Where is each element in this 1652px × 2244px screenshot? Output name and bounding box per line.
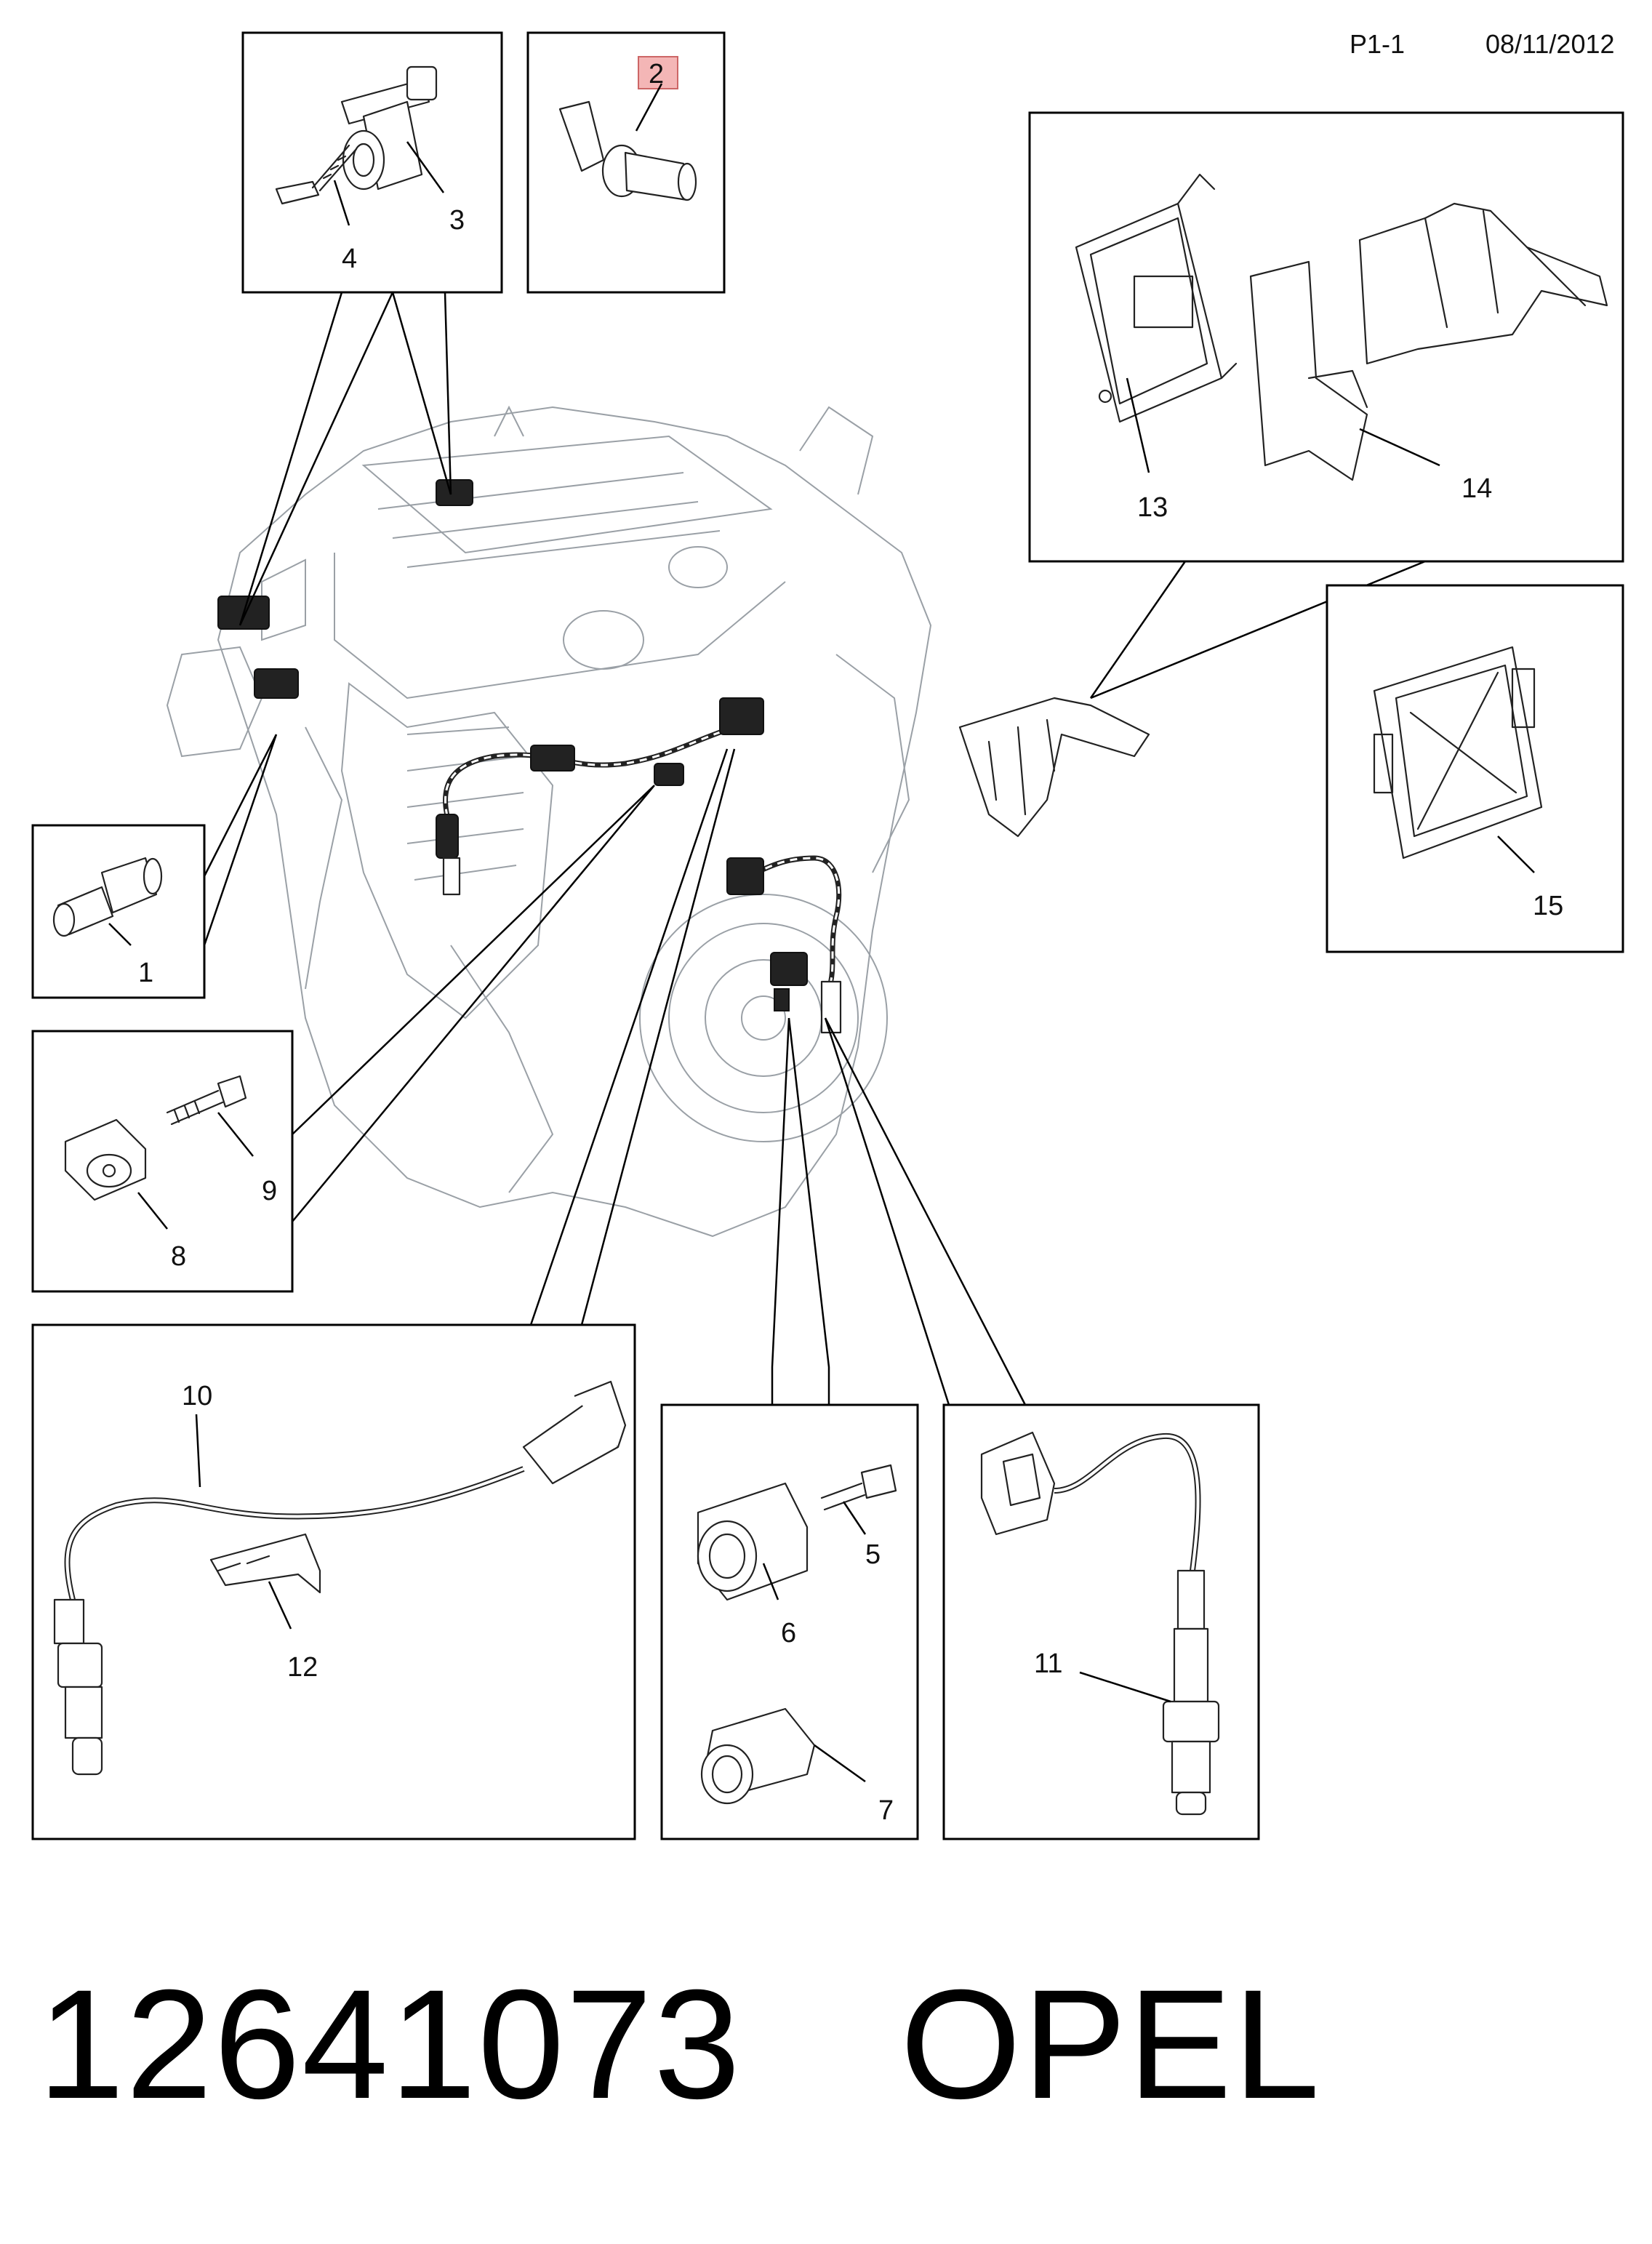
leader-10 bbox=[195, 1414, 201, 1488]
leader-6 bbox=[762, 1563, 779, 1600]
callout-15: 15 bbox=[1533, 891, 1563, 921]
print-date: 08/11/2012 bbox=[1485, 29, 1615, 59]
bracket-12 bbox=[209, 1533, 321, 1594]
callout-11: 11 bbox=[1034, 1648, 1062, 1679]
control-module-15 bbox=[1373, 646, 1543, 859]
leader-1 bbox=[108, 923, 132, 946]
ecu-module-13 bbox=[1075, 173, 1238, 423]
leaders-box-13-14 bbox=[1089, 560, 1426, 700]
leader-4 bbox=[333, 180, 350, 226]
callout-10: 10 bbox=[182, 1381, 212, 1411]
oxygen-sensor-10 bbox=[53, 1380, 627, 1776]
leader-11 bbox=[1079, 1671, 1171, 1703]
engine-illustration bbox=[166, 405, 932, 1238]
leaders-box-10-12 bbox=[529, 748, 736, 1326]
part-number: 12641073 bbox=[38, 1958, 742, 2131]
crankshaft-sensor-6 bbox=[697, 1482, 809, 1601]
sensor-2 bbox=[558, 100, 697, 201]
leader-5 bbox=[842, 1501, 867, 1535]
parts-diagram: 4 3 2 13 14 bbox=[31, 31, 1624, 1840]
bolt-4 bbox=[275, 144, 358, 205]
callout-box-1 bbox=[31, 824, 206, 999]
callout-13: 13 bbox=[1137, 492, 1168, 523]
leader-8 bbox=[137, 1192, 168, 1230]
callout-2: 2 bbox=[649, 59, 664, 89]
callout-6: 6 bbox=[781, 1618, 796, 1648]
leaders-box-3-4 bbox=[238, 292, 452, 626]
leaders-box-11 bbox=[824, 1017, 1027, 1406]
engine-harnesses bbox=[217, 479, 842, 1034]
leaders-box-1 bbox=[203, 734, 278, 946]
highlight-marker bbox=[638, 56, 678, 89]
make-name: OPEL bbox=[900, 1958, 1321, 2131]
leader-12 bbox=[268, 1581, 292, 1630]
bolt-9 bbox=[166, 1075, 247, 1126]
callout-14: 14 bbox=[1461, 473, 1492, 504]
leader-13 bbox=[1126, 377, 1150, 473]
leader-3 bbox=[406, 141, 445, 193]
oxygen-sensor-11 bbox=[980, 1431, 1220, 1816]
callout-1: 1 bbox=[138, 958, 153, 988]
pressure-sensor-1 bbox=[52, 857, 163, 937]
callout-8: 8 bbox=[171, 1241, 186, 1272]
leader-15 bbox=[1497, 836, 1535, 873]
callout-9: 9 bbox=[262, 1176, 277, 1206]
leader-14 bbox=[1359, 428, 1440, 467]
callout-box-10-12 bbox=[31, 1323, 636, 1840]
callout-3: 3 bbox=[449, 205, 465, 236]
ecu-bracket-installed bbox=[958, 697, 1150, 838]
bracket-14 bbox=[1249, 202, 1608, 481]
leaders-box-5-6-7 bbox=[771, 1017, 830, 1405]
leader-2 bbox=[635, 83, 663, 132]
page-number: P1-1 bbox=[1350, 29, 1406, 59]
leader-9 bbox=[217, 1112, 254, 1157]
callout-5: 5 bbox=[865, 1539, 881, 1570]
camshaft-position-sensor-3 bbox=[340, 65, 438, 191]
leaders-box-8-9 bbox=[292, 785, 655, 1222]
callout-7: 7 bbox=[878, 1795, 894, 1826]
callout-12: 12 bbox=[287, 1652, 318, 1683]
leader-7 bbox=[814, 1744, 866, 1783]
knock-sensor-8 bbox=[64, 1118, 147, 1201]
callout-4: 4 bbox=[342, 244, 357, 274]
sensor-7 bbox=[700, 1707, 816, 1805]
